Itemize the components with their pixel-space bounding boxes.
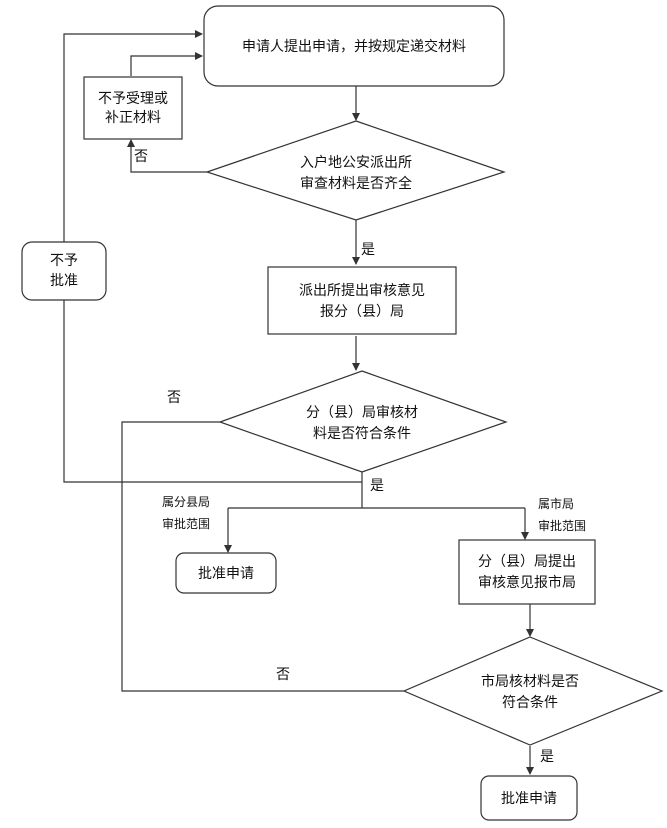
node-city-review: 市局核材料是否 符合条件 xyxy=(402,636,664,746)
arrow-branch-review-no xyxy=(63,300,362,483)
node-apply: 申请人提出申请，并按规定递交材料 xyxy=(203,5,505,87)
label-no-3: 否 xyxy=(276,667,290,683)
node-not-approve-line2: 批准 xyxy=(50,273,78,289)
node-not-approve-line1: 不予 xyxy=(50,253,78,269)
label-no-2: 否 xyxy=(167,390,181,406)
node-police-review-line1: 入户地公安派出所 xyxy=(300,154,412,171)
node-police-opinion-line2: 报分（县）局 xyxy=(320,304,404,320)
label-yes-1: 是 xyxy=(361,242,375,258)
node-city-review-line2: 符合条件 xyxy=(502,694,558,711)
edge-labels: 否 是 否 是 属分县局 审批范围 属市局 审批范围 否 是 xyxy=(134,149,586,765)
node-reject-supplement-line2: 补正材料 xyxy=(105,110,161,126)
node-police-review: 入户地公安派出所 审查材料是否齐全 xyxy=(205,120,506,221)
node-approve-city-text: 批准申请 xyxy=(501,791,557,807)
node-branch-review-line2: 料是否符合条件 xyxy=(313,425,411,442)
node-police-opinion: 派出所提出审核意见 报分（县）局 xyxy=(267,266,457,335)
node-branch-review: 分（县）局审核材 料是否符合条件 xyxy=(218,370,508,473)
label-county-scope-line1: 属分县局 xyxy=(162,495,210,509)
arrow-police-review-no xyxy=(127,139,207,173)
arrow-not-approve-to-apply xyxy=(63,30,203,242)
label-city-scope-line2: 审批范围 xyxy=(538,518,586,533)
arrow-supplement-to-apply xyxy=(130,52,203,76)
node-branch-opinion-line1: 分（县）局提出 xyxy=(478,554,576,570)
node-branch-review-line1: 分（县）局审核材 xyxy=(306,405,418,421)
node-approve-city: 批准申请 xyxy=(480,775,578,821)
connectors xyxy=(63,30,534,775)
label-yes-3: 是 xyxy=(540,749,554,765)
node-branch-opinion: 分（县）局提出 审核意见报市局 xyxy=(458,539,596,605)
node-city-review-line1: 市局核材料是否 xyxy=(481,673,579,690)
label-no-1: 否 xyxy=(134,149,148,165)
node-approve-county-text: 批准申请 xyxy=(198,566,254,582)
node-reject-supplement: 不予受理或 补正材料 xyxy=(83,76,183,140)
node-apply-text: 申请人提出申请，并按规定递交材料 xyxy=(242,38,466,55)
arrow-city-review-no xyxy=(121,421,404,692)
label-city-scope-line1: 属市局 xyxy=(538,496,574,511)
label-county-scope-line2: 审批范围 xyxy=(162,516,210,531)
label-yes-2: 是 xyxy=(370,478,384,494)
node-police-opinion-line1: 派出所提出审核意见 xyxy=(299,282,425,299)
node-approve-county: 批准申请 xyxy=(175,552,277,594)
node-branch-opinion-line2: 审核意见报市局 xyxy=(478,574,576,591)
node-reject-supplement-line1: 不予受理或 xyxy=(98,91,168,107)
node-police-review-line2: 审查材料是否齐全 xyxy=(300,175,412,192)
node-not-approve: 不予 批准 xyxy=(21,241,107,301)
